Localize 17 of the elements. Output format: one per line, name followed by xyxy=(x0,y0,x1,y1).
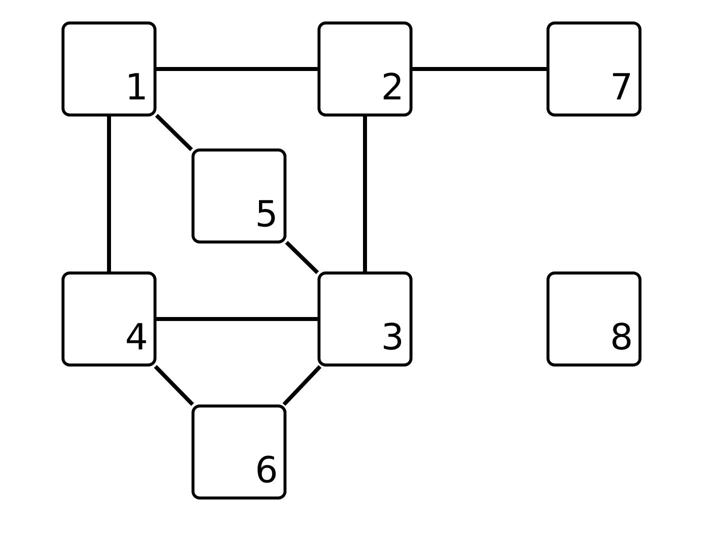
numbered-box: 8 xyxy=(546,272,642,366)
numbered-box: 2 xyxy=(318,22,412,116)
connector-line xyxy=(412,67,547,71)
connector-line xyxy=(282,365,322,406)
numbered-box: 3 xyxy=(318,272,412,366)
connector-line xyxy=(363,116,367,272)
numbered-box: 4 xyxy=(62,272,156,366)
connector-line xyxy=(155,114,193,152)
connector-line xyxy=(156,317,318,321)
connector-line xyxy=(107,116,111,272)
connector-line xyxy=(285,240,319,274)
numbered-box: 1 xyxy=(62,22,156,116)
numbered-box: 5 xyxy=(192,148,286,244)
connector-line xyxy=(156,67,318,71)
numbered-box: 6 xyxy=(192,404,286,500)
numbered-box: 7 xyxy=(546,22,642,116)
connector-line xyxy=(154,365,194,406)
